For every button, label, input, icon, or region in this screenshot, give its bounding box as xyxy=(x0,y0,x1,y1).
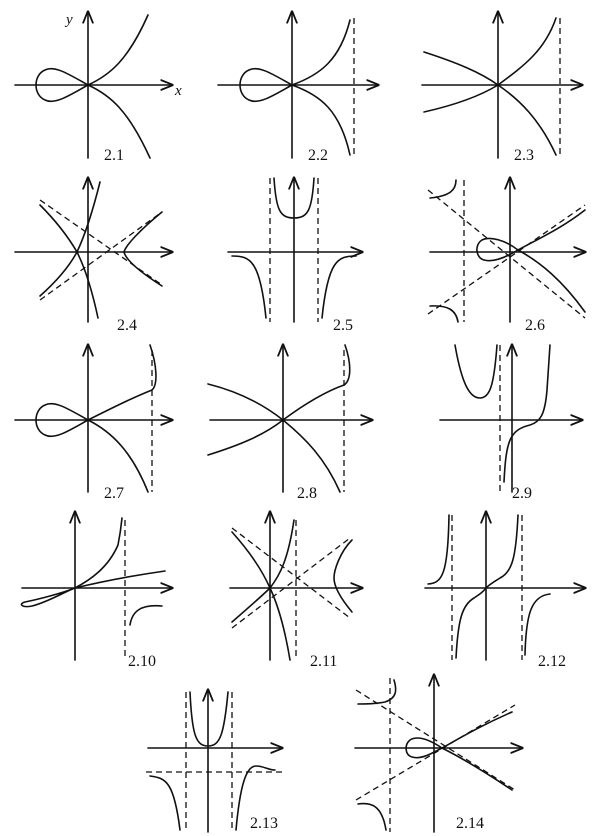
curve-loop xyxy=(405,737,443,759)
panel-label: 2.6 xyxy=(525,317,545,334)
oblique-asymptote-1 xyxy=(427,189,586,319)
curve-lower-branch xyxy=(87,84,151,159)
oblique-asymptote-2 xyxy=(427,204,586,315)
curve-branch-2 xyxy=(207,344,351,456)
panel-label: 2.4 xyxy=(117,317,137,334)
curve-loop xyxy=(35,402,89,438)
oblique-asymptote-2 xyxy=(231,537,351,629)
curve-right-branch xyxy=(321,255,357,319)
curve-right-branch xyxy=(333,539,353,613)
panel-2-1: y x 2.1 xyxy=(14,12,182,164)
curve-left-branch xyxy=(231,255,267,319)
panel-2-11: 2.11 xyxy=(229,512,362,670)
curve-upper-branch xyxy=(87,14,149,86)
oblique-asymptote-2 xyxy=(355,704,516,801)
panel-2-4: 2.4 xyxy=(14,178,172,334)
panel-label: 2.3 xyxy=(514,147,534,164)
panel-label: 2.13 xyxy=(250,815,278,832)
oblique-asymptote-1 xyxy=(231,527,351,619)
curve-loop xyxy=(476,237,519,262)
panel-label: 2.10 xyxy=(128,653,156,670)
curve-branch-2 xyxy=(231,519,295,623)
panel-2-6: 2.6 xyxy=(427,178,586,334)
curve-branch-1 xyxy=(423,51,557,156)
curve-middle-branch xyxy=(455,514,519,659)
panel-label: 2.2 xyxy=(308,147,328,164)
curve-lower-branch xyxy=(291,84,351,156)
panel-label: 2.8 xyxy=(297,485,317,502)
curve-middle-branch xyxy=(74,570,166,589)
curve-loop xyxy=(20,587,76,608)
curve-loop xyxy=(35,67,89,103)
curve-upper-left-branch xyxy=(429,179,457,199)
panel-label: 2.14 xyxy=(456,815,484,832)
panel-2-12: 2.12 xyxy=(424,512,585,670)
panel-2-7: 2.7 xyxy=(14,344,172,502)
panel-2-5: 2.5 xyxy=(227,177,362,334)
panel-2-14: 2.14 xyxy=(354,675,522,833)
panel-2-9: 2.9 xyxy=(439,344,582,502)
curve-branch-2 xyxy=(441,747,513,791)
curve-branch-2 xyxy=(423,17,557,113)
curve-lower-branch xyxy=(87,419,149,493)
panel-2-8: 2.8 xyxy=(207,344,372,502)
curve-lower-right-branch xyxy=(129,604,163,626)
panel-label: 2.5 xyxy=(333,317,353,334)
panel-label: 2.7 xyxy=(104,485,124,502)
panel-label: 2.9 xyxy=(512,485,532,502)
panel-2-2: 2.2 xyxy=(217,12,378,164)
curve-right-branch xyxy=(524,593,551,656)
curve-left-branch xyxy=(454,344,498,399)
oblique-asymptote-1 xyxy=(355,689,516,791)
curve-middle-branch xyxy=(189,691,229,747)
panel-2-13: 2.13 xyxy=(146,690,284,833)
curve-branch-1 xyxy=(207,383,341,493)
panel-label: 2.12 xyxy=(538,653,566,670)
curve-upper-left-branch xyxy=(357,679,397,705)
y-axis-label: y xyxy=(64,12,73,28)
curve-lower-left-branch xyxy=(429,305,459,323)
curve-lower-left-branch xyxy=(357,802,387,831)
curve-right-branch xyxy=(235,765,276,831)
curve-branch-2 xyxy=(517,249,586,313)
x-axis-label: x xyxy=(174,83,182,99)
curve-branch-1 xyxy=(441,711,513,749)
panel-label: 2.11 xyxy=(310,653,337,670)
curve-upper-branch xyxy=(291,19,351,86)
oblique-asymptote-2 xyxy=(39,211,163,301)
oblique-asymptote-1 xyxy=(39,199,163,286)
curve-left-branch xyxy=(427,514,450,585)
curve-branch-1 xyxy=(517,209,586,251)
curve-left-branch xyxy=(149,775,181,831)
panel-2-3: 2.3 xyxy=(421,12,582,164)
curve-upper-branch xyxy=(87,344,157,421)
panel-label: 2.1 xyxy=(104,147,124,164)
curve-branch-2 xyxy=(39,181,101,297)
curve-right-branch xyxy=(123,211,163,287)
curve-middle-branch xyxy=(273,177,315,219)
curve-loop xyxy=(239,67,293,103)
curve-right-branch xyxy=(503,344,551,483)
curve-upper-branch xyxy=(74,517,123,589)
panel-2-10: 2.10 xyxy=(20,512,172,670)
